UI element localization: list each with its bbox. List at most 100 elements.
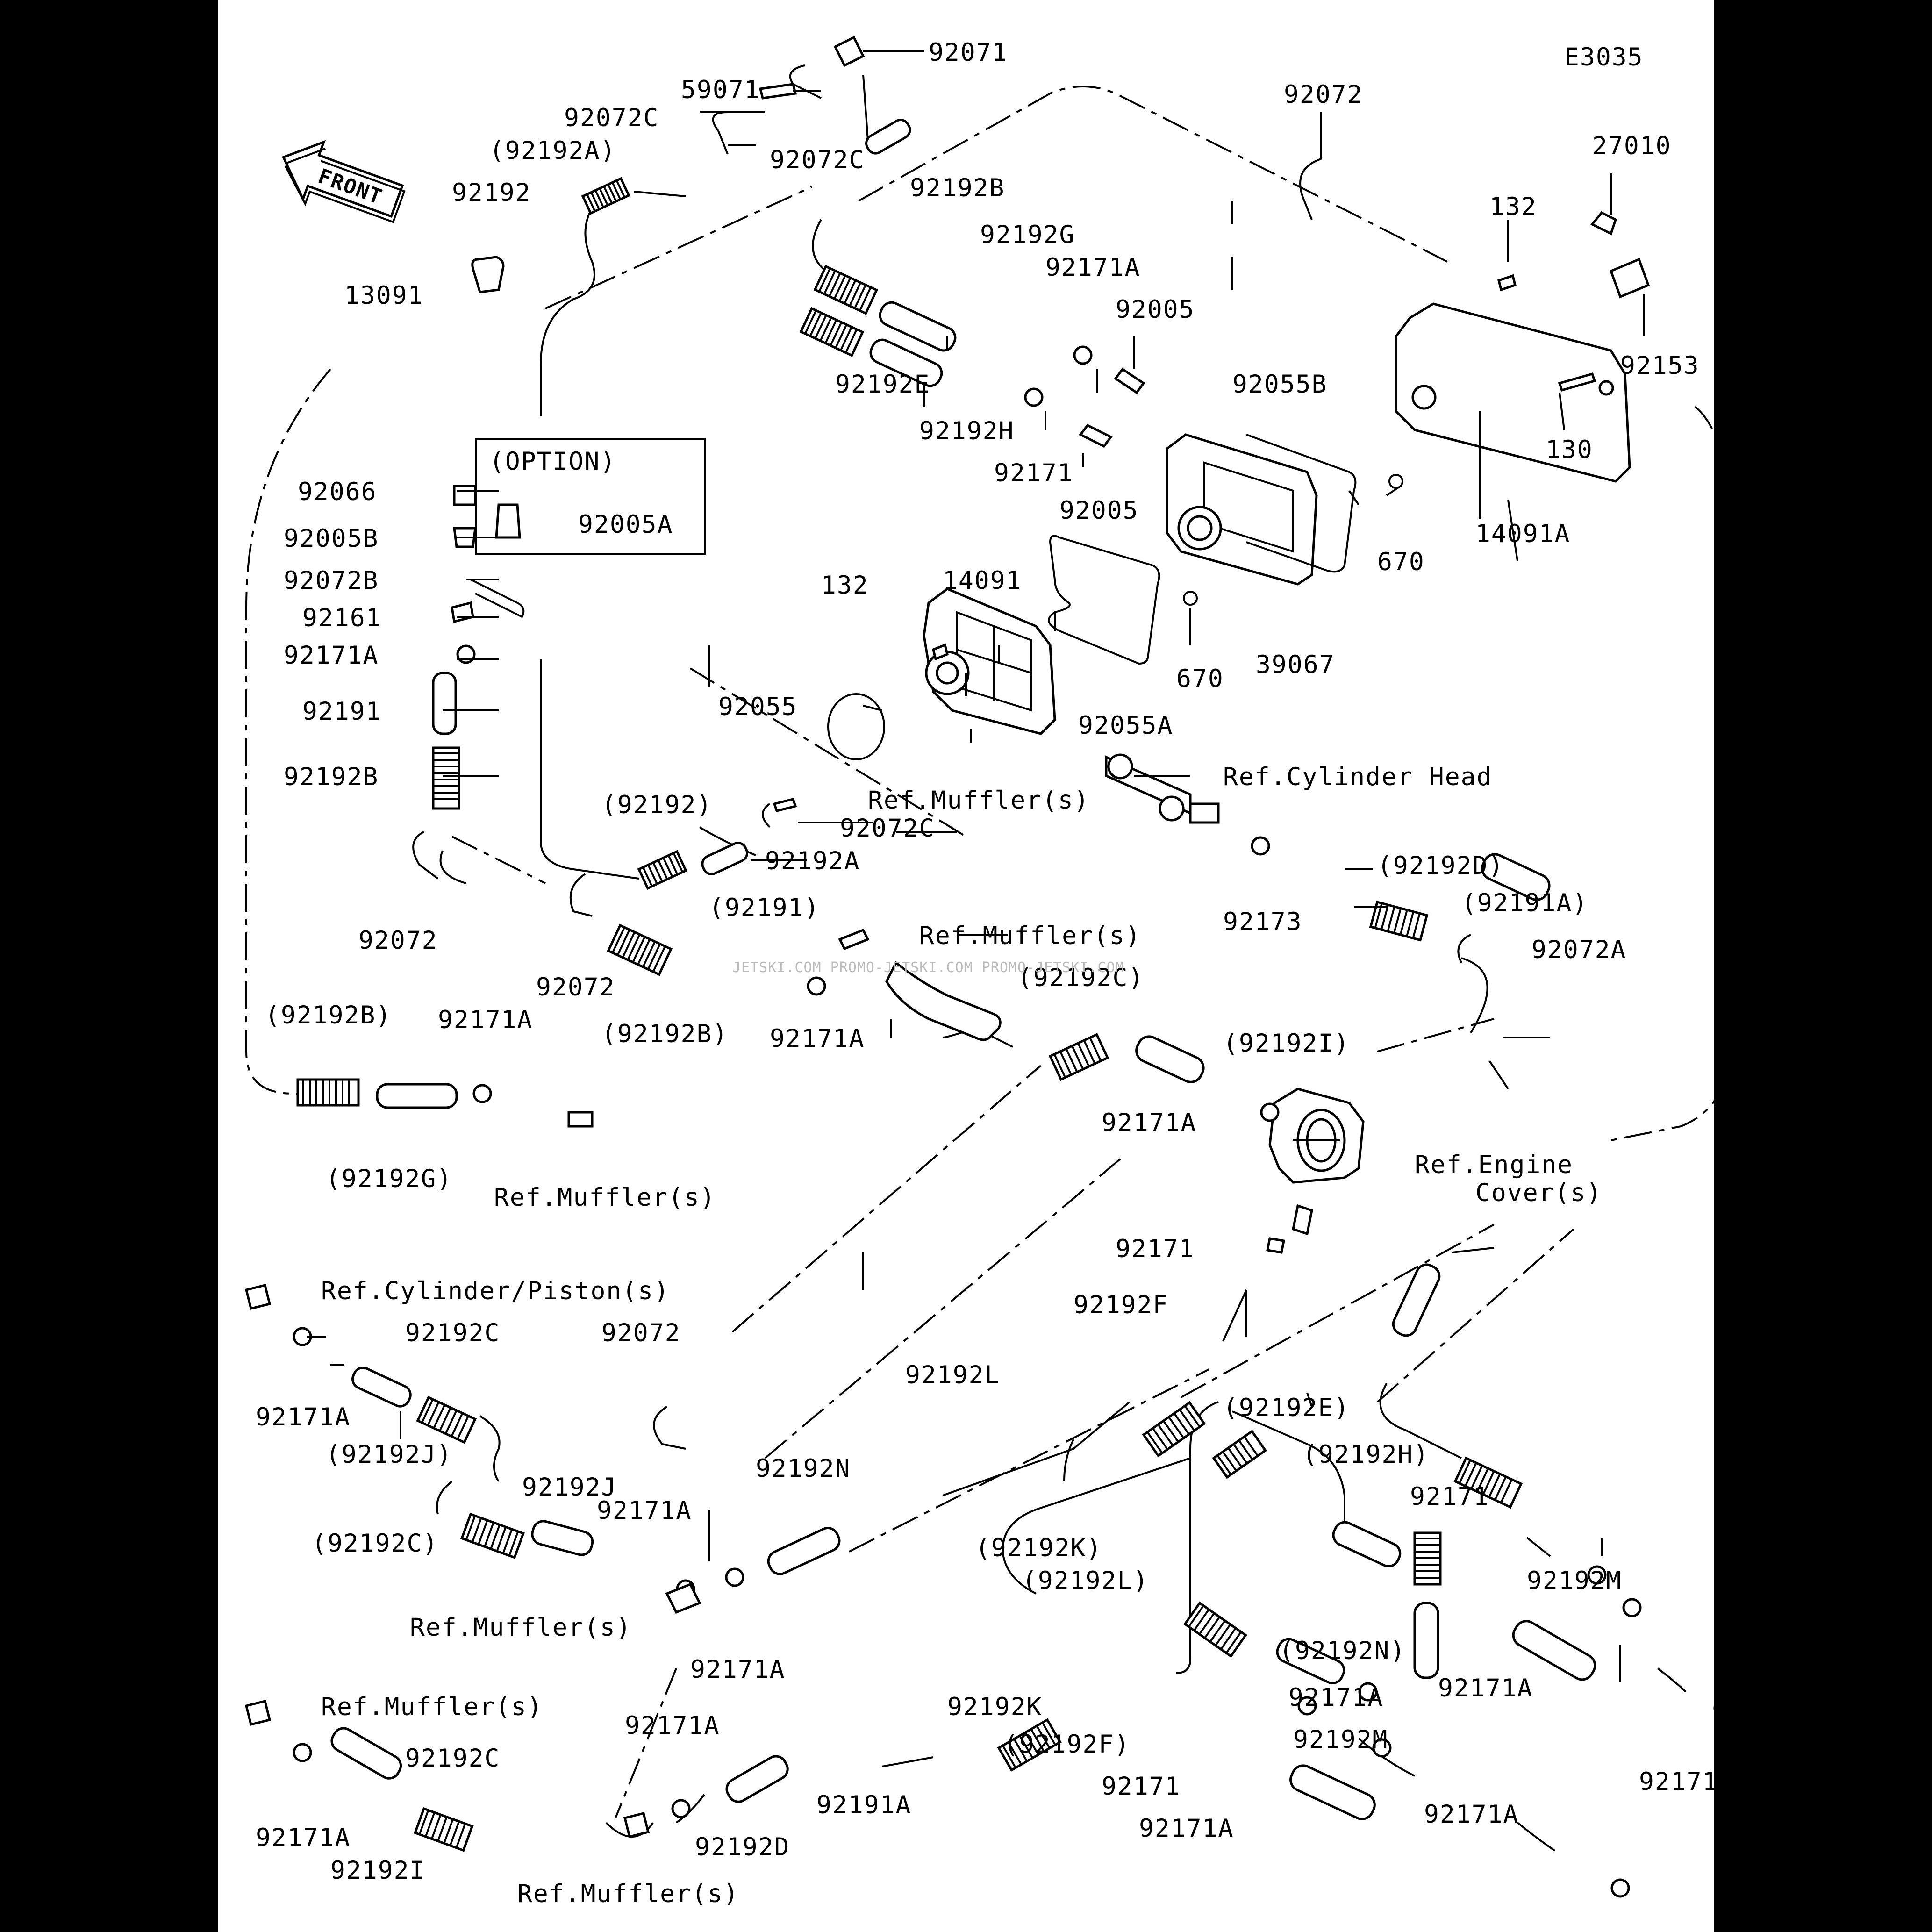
elbow-ref-cyl-piston — [244, 1283, 272, 1310]
elbow-ref-muffler-e — [244, 1699, 272, 1726]
hose-92192N-vert — [1413, 1602, 1439, 1679]
label-92192F-par: (92192F) — [1003, 1730, 1130, 1759]
label-92171A-l: 92171A — [1639, 1767, 1714, 1796]
label-92171A-k: 92171A — [625, 1711, 720, 1740]
circlip-92072-left — [412, 831, 439, 880]
label-92171A-d: 92171A — [770, 1024, 865, 1053]
label-92192B-par2: (92192B) — [601, 1020, 728, 1048]
label-92192A: 92192A — [765, 847, 860, 875]
cover-14091A — [1395, 302, 1631, 483]
label-92192E: 92192E — [835, 370, 930, 399]
hose-92192H — [869, 338, 943, 387]
hose-92192F — [1392, 1263, 1441, 1337]
spring-92192E-top — [799, 307, 865, 357]
label-132-a: 132 — [1489, 193, 1537, 221]
clamp-92173 — [1251, 836, 1270, 856]
label-92192J-par: (92192J) — [326, 1440, 452, 1469]
label-92192I: 92192I — [330, 1856, 425, 1885]
label-92072-d: 92072 — [601, 1319, 681, 1347]
cooling-hose-diagram: FRONT (OPTION) — [244, 36, 1714, 1908]
nipple-92071 — [833, 36, 865, 67]
label-92171A-h: 92171A — [690, 1655, 785, 1684]
hose-92192G-bottom — [376, 1083, 458, 1109]
label-92055A: 92055A — [1078, 711, 1173, 740]
hose-92192M-right — [1512, 1620, 1596, 1681]
hose-92192G — [879, 301, 957, 352]
o-ring-670-b — [1183, 591, 1198, 606]
spring-92191A-bottom — [997, 1718, 1062, 1772]
clamp-92171-right — [1587, 1565, 1607, 1585]
clamp-92171A-e — [671, 1799, 691, 1818]
label-92192M: 92192M — [1527, 1567, 1622, 1595]
label-92192B-b: 92192B — [284, 763, 379, 791]
pin-92171-engine — [1266, 1237, 1285, 1254]
o-ring-670-a — [1388, 474, 1403, 489]
label-92005-a: 92005 — [1116, 295, 1195, 324]
spring-92192L-vert — [1413, 1531, 1442, 1586]
label-92192J: 92192J — [522, 1473, 617, 1502]
hose-92192I-bottom — [330, 1727, 402, 1780]
clamp-92171A-bottomleft — [472, 1084, 492, 1103]
label-ref-muffler-e: Ref.Muffler(s) — [321, 1693, 543, 1721]
label-ref-muffler-c: Ref.Muffler(s) — [494, 1183, 716, 1212]
option-box: (OPTION) — [475, 438, 706, 555]
spring-92192C-b — [460, 1512, 525, 1559]
label-92191A-par: (92191A) — [1461, 889, 1588, 917]
clamp-92171A-d — [293, 1743, 312, 1762]
clamp-92171A-i — [1372, 1738, 1392, 1758]
circlip-92072C-left — [712, 111, 729, 155]
label-132-b: 132 — [821, 571, 869, 600]
spring-92192K-top — [1212, 1430, 1267, 1479]
label-92072-c: 92072 — [536, 973, 615, 1002]
spring-92192B-bottom — [296, 1078, 360, 1107]
band-92072B — [470, 579, 525, 618]
label-ref-cylinder-piston: Ref.Cylinder/Piston(s) — [321, 1277, 670, 1305]
label-92072-top: 92072 — [1284, 80, 1363, 109]
label-92005B: 92005B — [284, 524, 379, 553]
label-92171A-g: 92171A — [597, 1496, 692, 1525]
circlip-92072A — [1457, 934, 1471, 963]
spring-92192L — [1142, 1401, 1206, 1458]
hose-92192H-bottom — [1332, 1521, 1402, 1567]
gasket-92055B — [1246, 434, 1357, 573]
label-14091: 14091 — [943, 566, 1022, 595]
clamp-92171A-mid — [807, 976, 826, 996]
label-92192L: 92192L — [905, 1361, 1000, 1389]
hose-92192J-b — [531, 1520, 594, 1556]
label-92072C-b: 92072C — [770, 146, 865, 174]
label-ref-muffler-a: Ref.Muffler(s) — [868, 786, 1090, 815]
label-27010: 27010 — [1592, 132, 1672, 160]
tee-ref-muffler-d — [665, 1582, 701, 1614]
hose-92191 — [432, 672, 457, 735]
spring-92192C-c — [413, 1807, 474, 1852]
label-92192B: 92192B — [910, 174, 1005, 202]
parts-diagram-sheet: FRONT (OPTION) — [218, 0, 1714, 1932]
label-92171A-j: 92171A — [1438, 1674, 1533, 1703]
label-92171A-o: 92171A — [1424, 1800, 1519, 1829]
engine-cover-fitting — [1268, 1088, 1365, 1236]
watermark: JETSKI.COM PROMO-JETSKI.COM PROMO-JETSKI… — [732, 959, 1124, 976]
label-92072A: 92072A — [1531, 936, 1626, 964]
label-92191: 92191 — [302, 697, 382, 726]
label-92005A: 92005A — [578, 510, 673, 539]
clamp-92171A-c — [725, 1567, 744, 1587]
label-92192D-par: (92192D) — [1377, 852, 1504, 880]
hose-92192J-a — [351, 1367, 412, 1408]
hose-92192D-bottom — [725, 1755, 789, 1803]
clamp-92171-bottom — [1297, 1696, 1317, 1716]
label-ref-engine-cover2: Cover(s) — [1475, 1179, 1602, 1207]
sensor-92153 — [1609, 258, 1650, 299]
label-92171-b: 92171 — [1116, 1235, 1195, 1263]
label-92192C-b: 92192C — [405, 1744, 500, 1773]
clamp-92171-top — [1024, 387, 1044, 407]
spring-92192 — [581, 177, 630, 215]
label-92192C-a: 92192C — [405, 1319, 500, 1347]
hose-92192A-mid — [701, 842, 749, 875]
cylinder-head-fitting — [1105, 753, 1220, 824]
label-59071: 59071 — [681, 76, 760, 104]
label-92171-d: 92171 — [1102, 1772, 1181, 1801]
label-92171A-c: 92171A — [438, 1006, 533, 1034]
nipple-92005-b — [1079, 423, 1113, 448]
label-92192-par: (92192) — [601, 791, 712, 819]
label-92005-b: 92005 — [1059, 496, 1139, 525]
